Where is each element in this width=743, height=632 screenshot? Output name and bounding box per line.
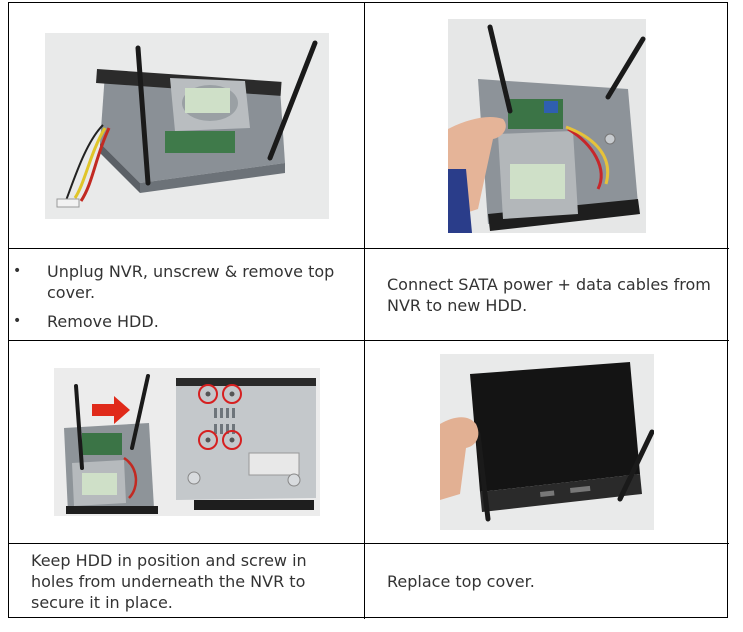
cell-step-remove-hdd: • Unplug NVR, unscrew & remove top cover… [9, 249, 365, 341]
bullet-text-unplug: Unplug NVR, unscrew & remove top cover. [47, 262, 335, 302]
step-text-screw-holes: Keep HDD in position and screw in holes … [31, 551, 307, 612]
step-text-replace-cover: Replace top cover. [387, 572, 535, 591]
photo-nvr-open-hdd [44, 32, 329, 219]
bullet-item: • Remove HDD. [9, 311, 364, 332]
step-text-connect-sata: Connect SATA power + data cables from NV… [387, 274, 711, 315]
bullet-glyph: • [13, 263, 22, 279]
bullet-item: • Unplug NVR, unscrew & remove top cover… [9, 261, 364, 303]
cell-step-replace-cover: Replace top cover. [365, 544, 729, 619]
cell-photo-connect-sata [365, 3, 729, 249]
bullet-glyph: • [13, 313, 22, 329]
bullet-text-remove-hdd: Remove HDD. [47, 312, 159, 331]
instruction-table: • Unplug NVR, unscrew & remove top cover… [8, 2, 729, 619]
cell-step-screw-holes: Keep HDD in position and screw in holes … [9, 544, 365, 619]
cell-photo-screw-holes [9, 341, 365, 544]
photo-closed-nvr [440, 354, 654, 530]
bullet-list: • Unplug NVR, unscrew & remove top cover… [9, 249, 364, 332]
photo-hdd-and-underside [53, 368, 320, 516]
cell-photo-unplug-nvr [9, 3, 365, 249]
photo-hand-connecting-sata [448, 18, 646, 233]
cell-photo-replace-cover [365, 341, 729, 544]
cell-step-connect-sata: Connect SATA power + data cables from NV… [365, 249, 729, 341]
